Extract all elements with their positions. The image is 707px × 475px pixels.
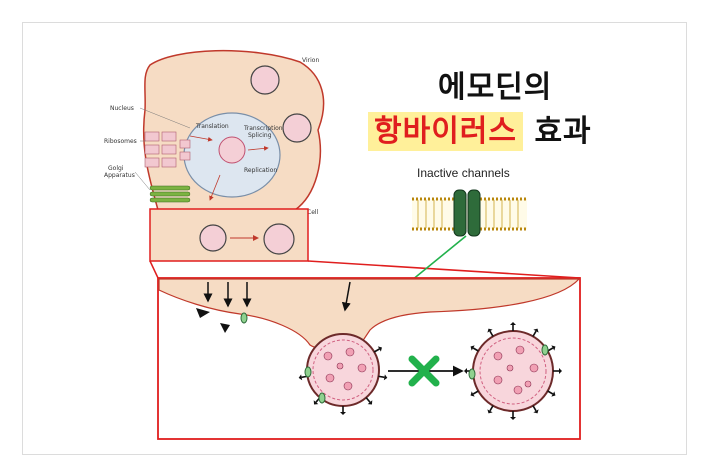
virus-icon-entering (250, 65, 312, 143)
channel-label: Inactive channels (417, 166, 510, 180)
virus-icon-small-budding (199, 224, 227, 252)
label-nucleus: Nucleus (110, 105, 134, 112)
block-x-icon (408, 355, 440, 387)
label-transcription: Transcription (243, 125, 283, 132)
label-golgi-1: Golgi (108, 165, 124, 172)
virus-icon-free (463, 321, 563, 421)
ribosome-blocks (144, 131, 191, 168)
title-line1: 에모딘의 (438, 70, 553, 105)
label-golgi-2: Apparatus (104, 172, 135, 179)
membrane-spikes (196, 308, 248, 333)
secretion-arrows (203, 281, 351, 312)
virus-icon-small-free (263, 223, 295, 255)
label-cell: Cell (307, 209, 319, 216)
label-translation: Translation (195, 123, 229, 130)
nucleus-virion (218, 136, 246, 164)
title-highlight: 항바이러스 (368, 112, 523, 151)
zoom-line-left (149, 260, 159, 279)
cell-diagram: Virion Nucleus Ribosomes Golgi Apparatus… (104, 49, 325, 216)
title-line2: 항바이러스 효과 (368, 106, 592, 151)
ion-channel-icon (453, 189, 481, 237)
zoom-line-right (307, 260, 581, 279)
label-replication: Replication (244, 167, 277, 174)
golgi-icon (149, 185, 191, 203)
virus-icon-budding (297, 333, 389, 416)
label-virion: Virion (302, 57, 319, 64)
label-splicing: Splicing (248, 132, 272, 139)
label-ribosomes: Ribosomes (104, 138, 137, 145)
title-rest: 효과 (534, 114, 592, 149)
